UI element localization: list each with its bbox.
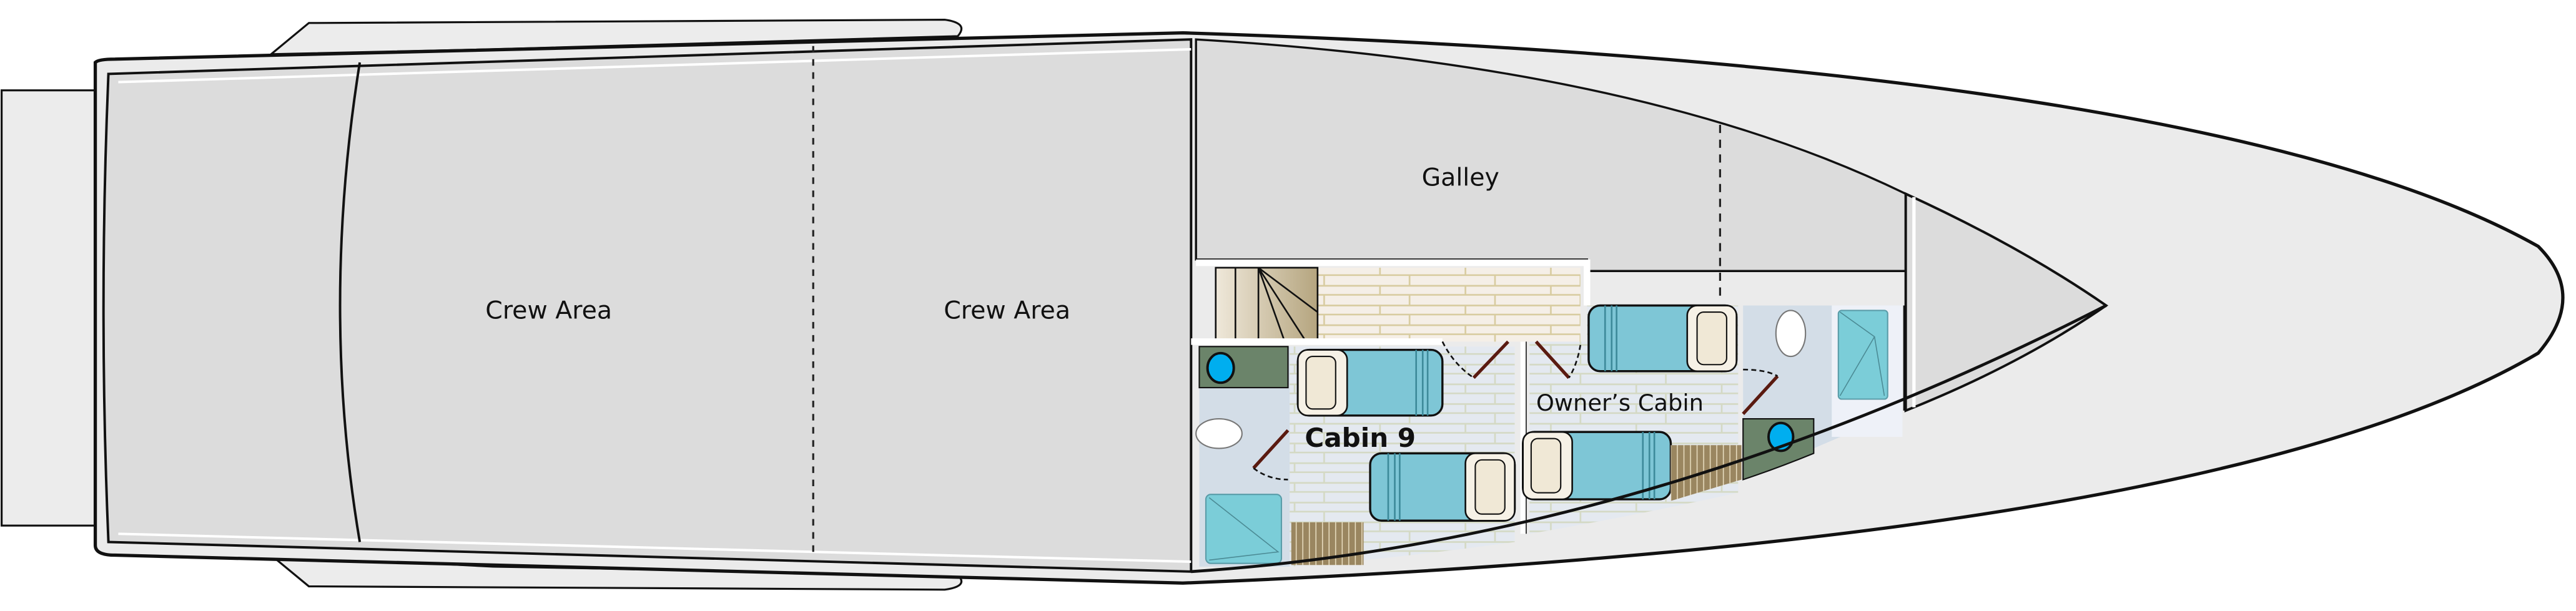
side-rail-top	[268, 19, 962, 56]
label-galley: Galley	[1422, 163, 1499, 192]
hallway-floor	[1317, 267, 1581, 342]
cabin-9-bed-upper	[1296, 348, 1444, 417]
cabin-9-shower-lines	[1208, 497, 1280, 561]
cabin-9-bathroom-door[interactable]	[1252, 429, 1290, 469]
cabin-9-door-swing	[1253, 467, 1288, 481]
cabin-9-entry-swing	[1441, 341, 1474, 379]
owners-shower-lines	[1839, 311, 1885, 396]
swim-platform	[1, 89, 98, 527]
owners-cabin-entry-door[interactable]	[1534, 340, 1571, 379]
deck-inner-line	[118, 47, 1192, 564]
cabin-9-sink-icon	[1206, 351, 1235, 384]
hallway-wall	[1191, 259, 1591, 345]
owners-bathroom-door-swing	[1743, 368, 1779, 377]
cabin-9-toilet-icon	[1195, 418, 1243, 449]
staircase[interactable]	[1215, 266, 1319, 343]
cabin-9-entry-door[interactable]	[1472, 340, 1509, 379]
galley-area	[1195, 38, 1907, 272]
owners-bathroom-door[interactable]	[1742, 374, 1779, 415]
label-owners-cabin: Owner’s Cabin	[1536, 389, 1704, 416]
owners-cabin-entry-swing	[1568, 345, 1582, 378]
hull-inner-line	[1191, 304, 2107, 574]
cabin-9-bed-lower	[1369, 452, 1516, 522]
owners-cabin-bed-upper	[1587, 304, 1738, 373]
cabin-9-shower	[1205, 494, 1283, 564]
label-crew-area-mid: Crew Area	[944, 296, 1070, 325]
owners-toilet-icon	[1775, 310, 1807, 358]
label-crew-area-aft: Crew Area	[485, 296, 612, 325]
label-cabin-9: Cabin 9	[1305, 423, 1416, 453]
stair-treads	[1235, 266, 1318, 343]
deck-outline	[102, 38, 1193, 573]
bulkhead-curve	[338, 62, 362, 542]
